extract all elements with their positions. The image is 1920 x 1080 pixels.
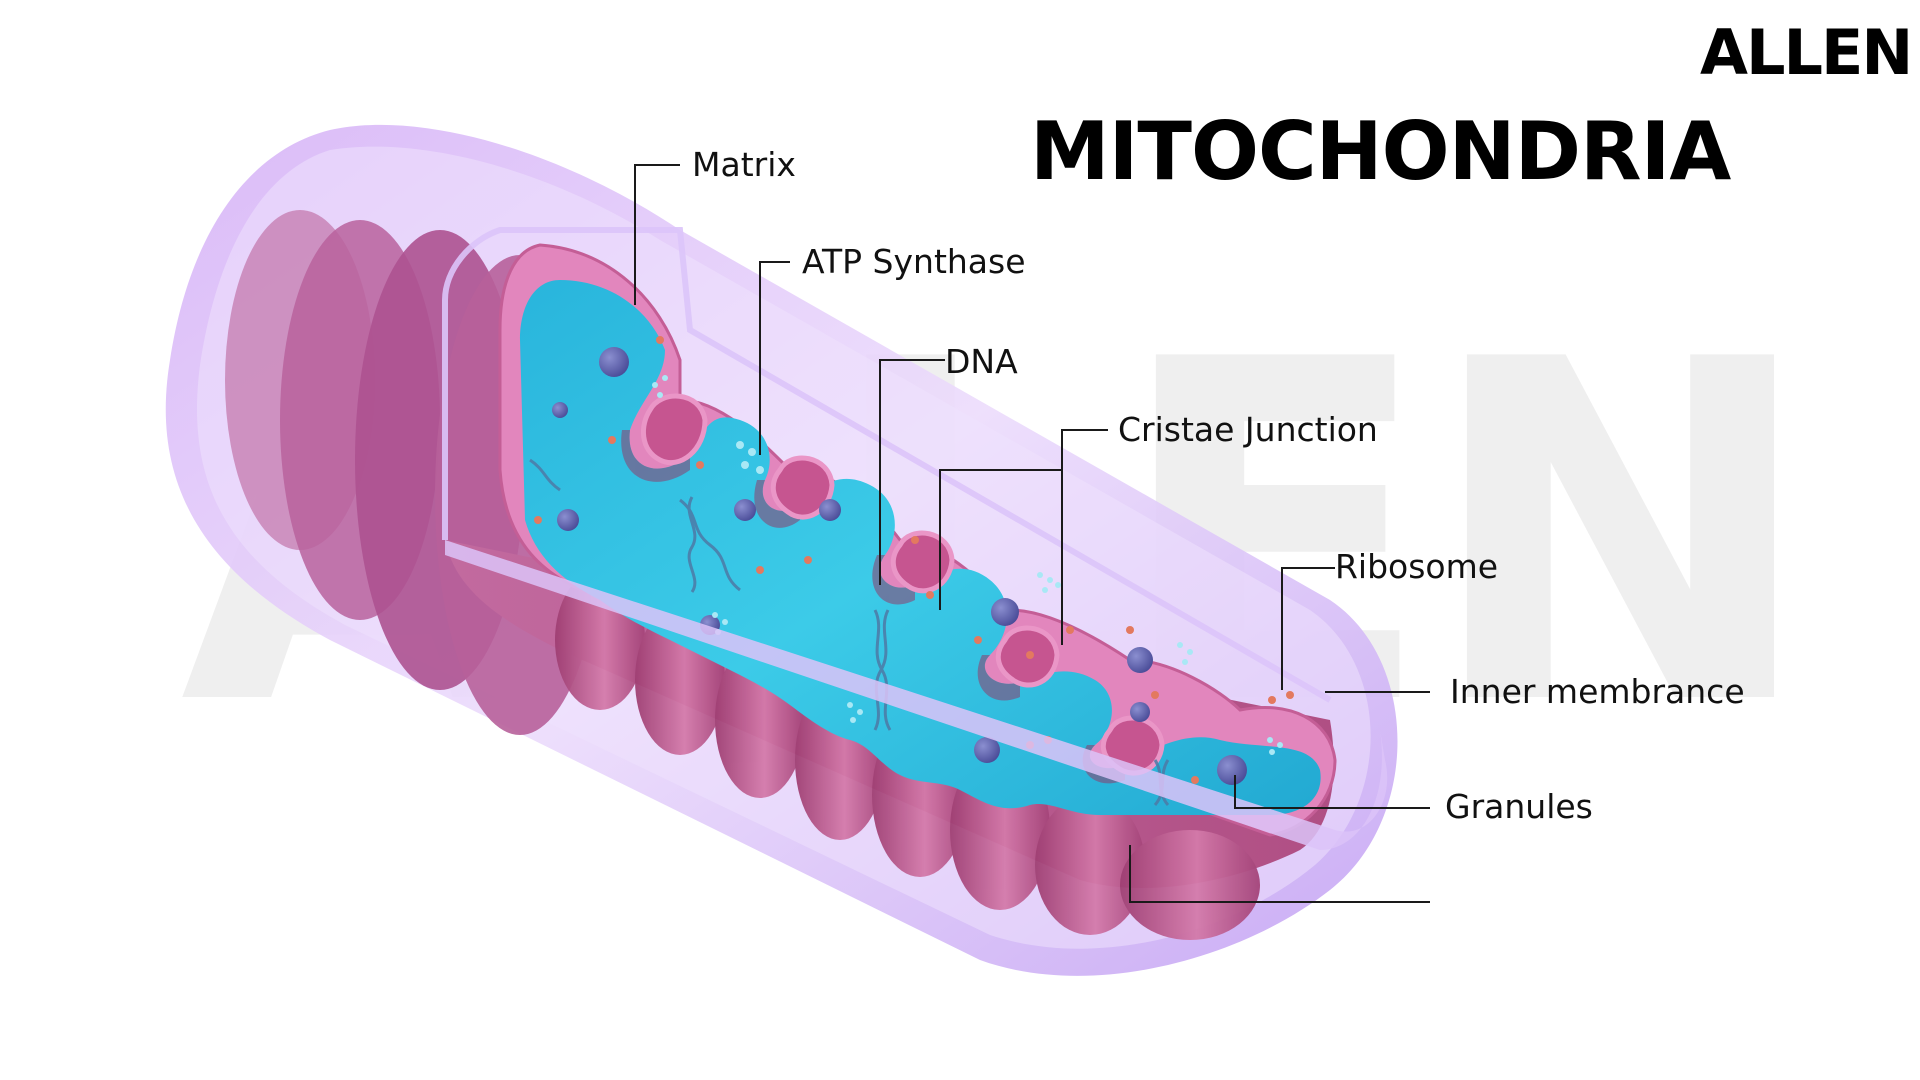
- label-cristae-junction: Cristae Junction: [1118, 410, 1378, 449]
- leader-cristae-junction: [1061, 429, 1108, 645]
- leader-cristae-junction-branch: [939, 469, 1062, 610]
- label-ribosome: Ribosome: [1335, 547, 1499, 586]
- label-dna: DNA: [945, 342, 1018, 381]
- dna-strands: [529, 458, 1170, 806]
- leader-outer-membrane: [1129, 845, 1430, 903]
- outer-membrane-cut-edge: [442, 227, 1388, 850]
- granules: [552, 347, 1247, 785]
- label-inner-membrane: Inner membrance: [1450, 672, 1745, 711]
- leader-granules: [1234, 775, 1430, 809]
- leader-dna: [879, 359, 945, 585]
- label-granules: Granules: [1445, 787, 1593, 826]
- label-matrix: Matrix: [692, 145, 796, 184]
- leader-matrix: [634, 164, 680, 305]
- leader-ribosome: [1281, 567, 1335, 690]
- label-atp-synthase: ATP Synthase: [802, 242, 1026, 281]
- brand-logo: ALLEN: [1700, 16, 1913, 89]
- leader-atp-synthase: [759, 261, 790, 455]
- ribosomes: [534, 336, 1294, 784]
- diagram-title: MITOCHONDRIA: [1030, 105, 1731, 198]
